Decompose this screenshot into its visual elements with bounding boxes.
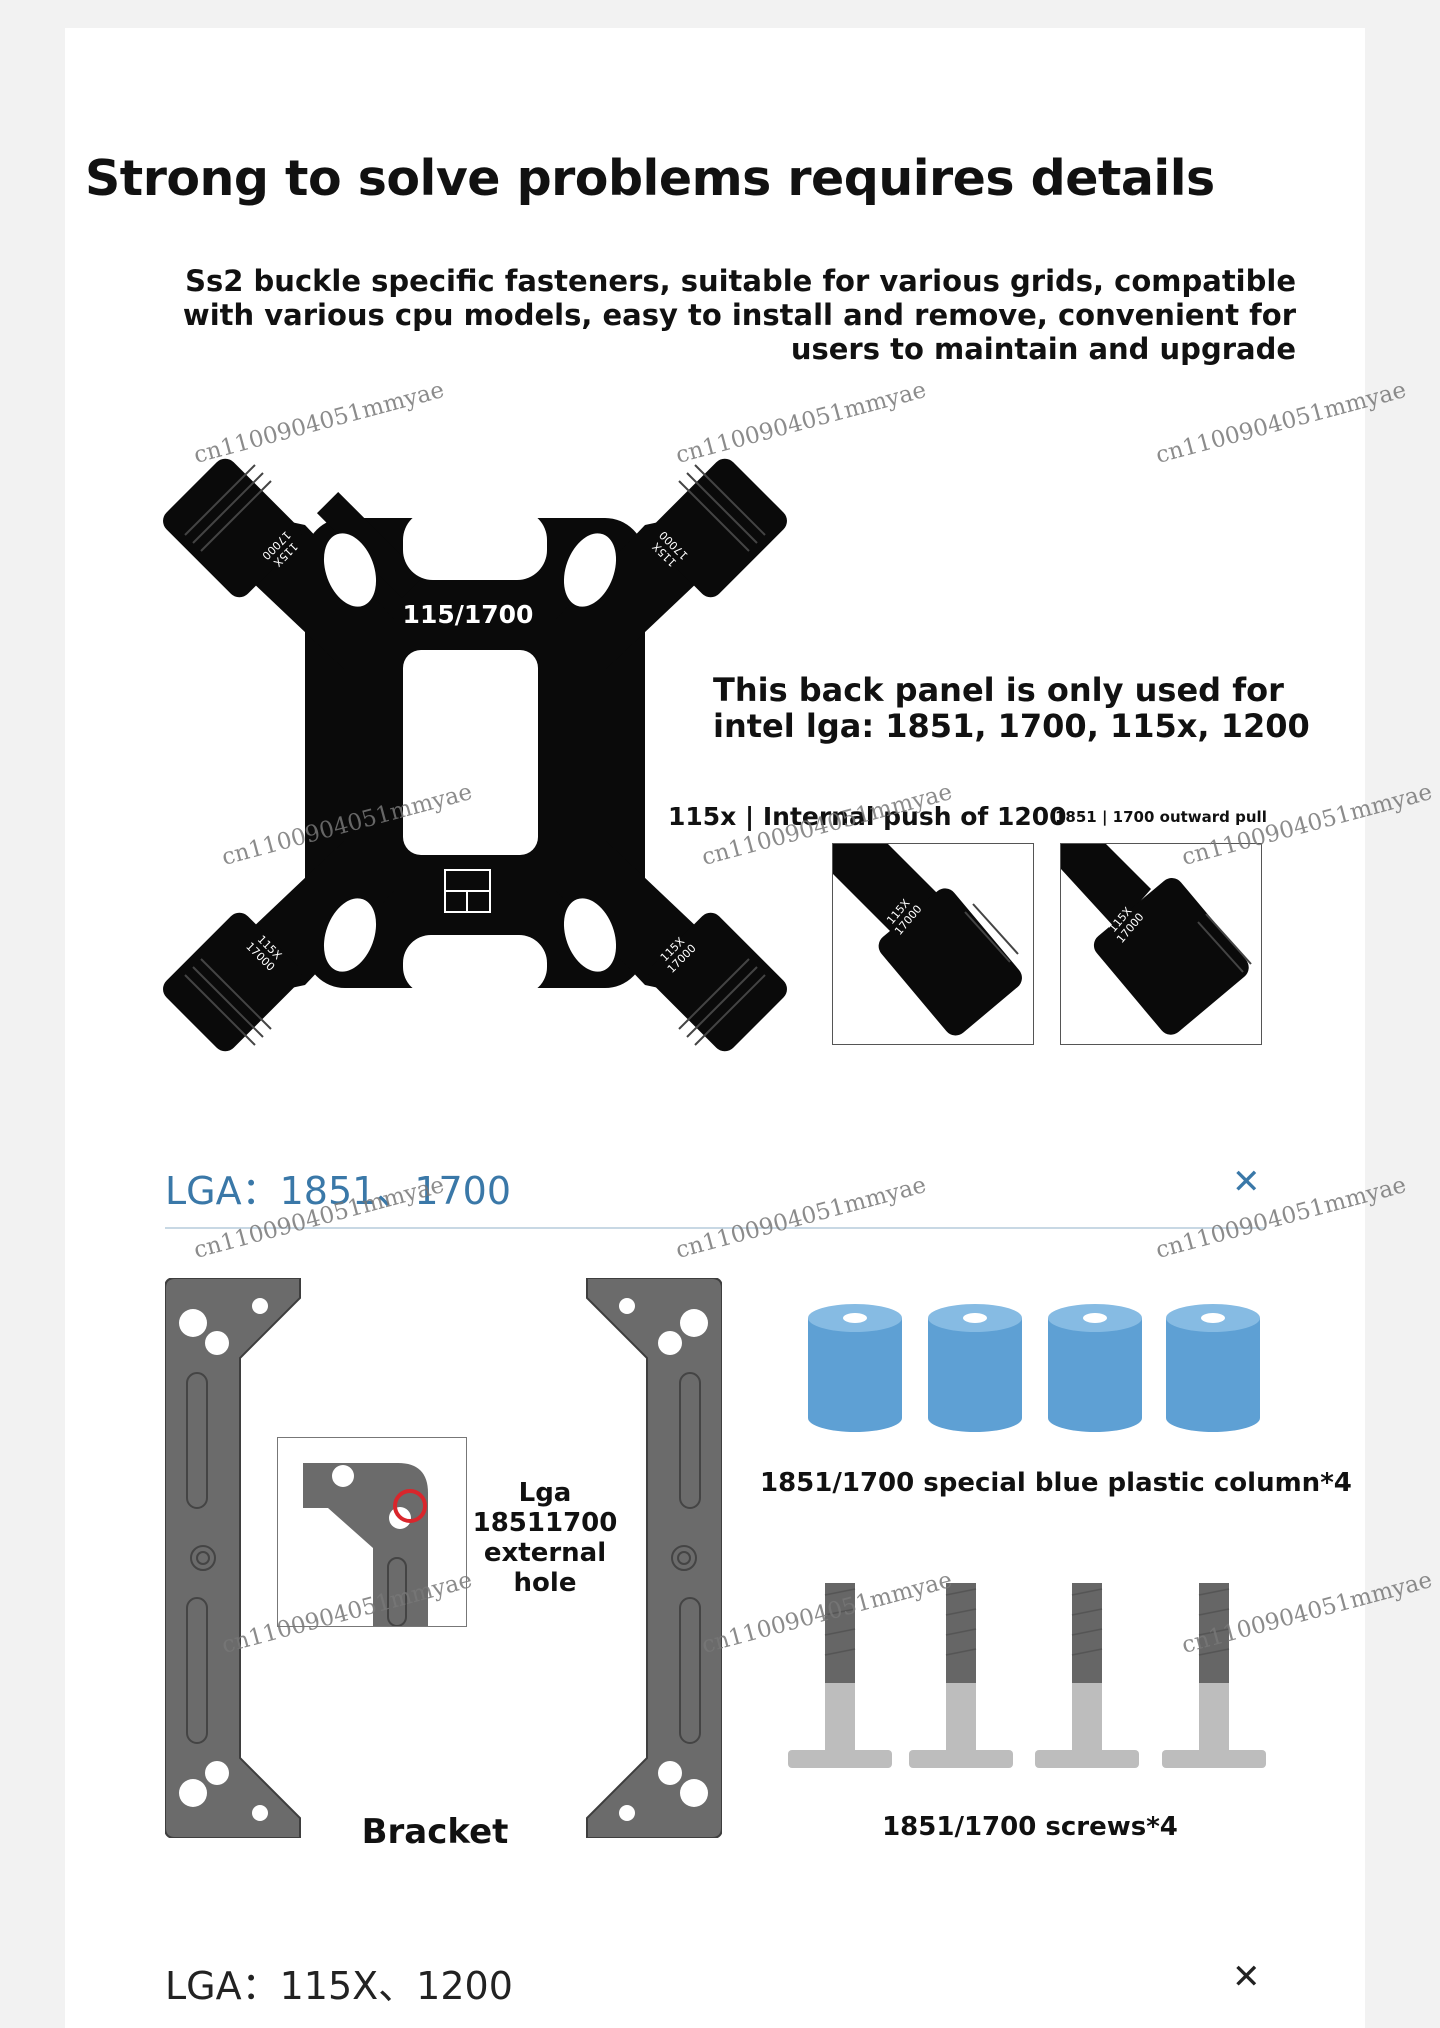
backplate-center-window	[403, 650, 538, 855]
blue-column	[928, 1304, 1022, 1432]
pull-detail-image: 115X17000	[1061, 844, 1252, 1035]
blue-columns	[808, 1304, 1260, 1432]
compatibility-note: This back panel is only used for intel l…	[713, 672, 1310, 744]
blue-column	[1048, 1304, 1142, 1432]
backplate-threaded-cap	[648, 458, 787, 598]
blue-column	[808, 1304, 902, 1432]
pull-detail-box: 115X17000	[1060, 843, 1262, 1045]
section-title-lga1851: LGA：1851、1700	[165, 1169, 512, 1213]
push-detail-image: 115X17000	[833, 844, 1022, 1036]
page-title: Strong to solve problems requires detail…	[85, 150, 1215, 207]
hole-highlight-ring	[393, 1489, 427, 1523]
backplate-illustration: 115/1700 115X17000 115X17000 115X17000 1…	[163, 458, 787, 1052]
screw	[788, 1583, 892, 1768]
push-detail-box: 115X17000	[832, 843, 1034, 1045]
note-line: This back panel is only used for	[713, 671, 1284, 709]
hole-label-line: hole	[513, 1568, 577, 1598]
columns-label: 1851/1700 special blue plastic column*4	[760, 1468, 1352, 1498]
hole-label: Lga 18511700 external hole	[470, 1478, 620, 1598]
backplate-threaded-cap	[648, 912, 787, 1052]
hole-detail-image	[303, 1463, 428, 1626]
push-label: 115x | Internal push of 1200	[668, 802, 1067, 831]
screws	[788, 1583, 1266, 1768]
bracket-right	[586, 1278, 722, 1838]
hole-label-line: 18511700	[472, 1508, 618, 1538]
bracket-label: Bracket	[361, 1812, 509, 1852]
hole-detail-box	[277, 1437, 467, 1627]
hole-label-line: external	[483, 1538, 607, 1568]
backplate-threaded-cap	[163, 458, 302, 598]
pull-label: 1851 | 1700 outward pull	[1055, 808, 1267, 826]
section-title-lga115x: LGA：115X、1200	[165, 1964, 513, 2008]
blue-column	[1166, 1304, 1260, 1432]
screws-label: 1851/1700 screws*4	[882, 1812, 1178, 1842]
screw	[909, 1583, 1013, 1768]
backplate-threaded-cap	[163, 912, 302, 1052]
page-description: Ss2 buckle specific fasteners, suitable …	[182, 264, 1296, 366]
screw	[1035, 1583, 1139, 1768]
backplate-center-label: 115/1700	[403, 600, 534, 629]
close-icon[interactable]: ✕	[1232, 1957, 1261, 1997]
close-icon[interactable]: ✕	[1232, 1162, 1261, 1202]
section-divider	[165, 1227, 1265, 1229]
bracket-left	[165, 1278, 301, 1838]
screw	[1162, 1583, 1266, 1768]
hole-label-line: Lga	[518, 1478, 572, 1508]
note-line: intel lga: 1851, 1700, 115x, 1200	[713, 707, 1310, 745]
